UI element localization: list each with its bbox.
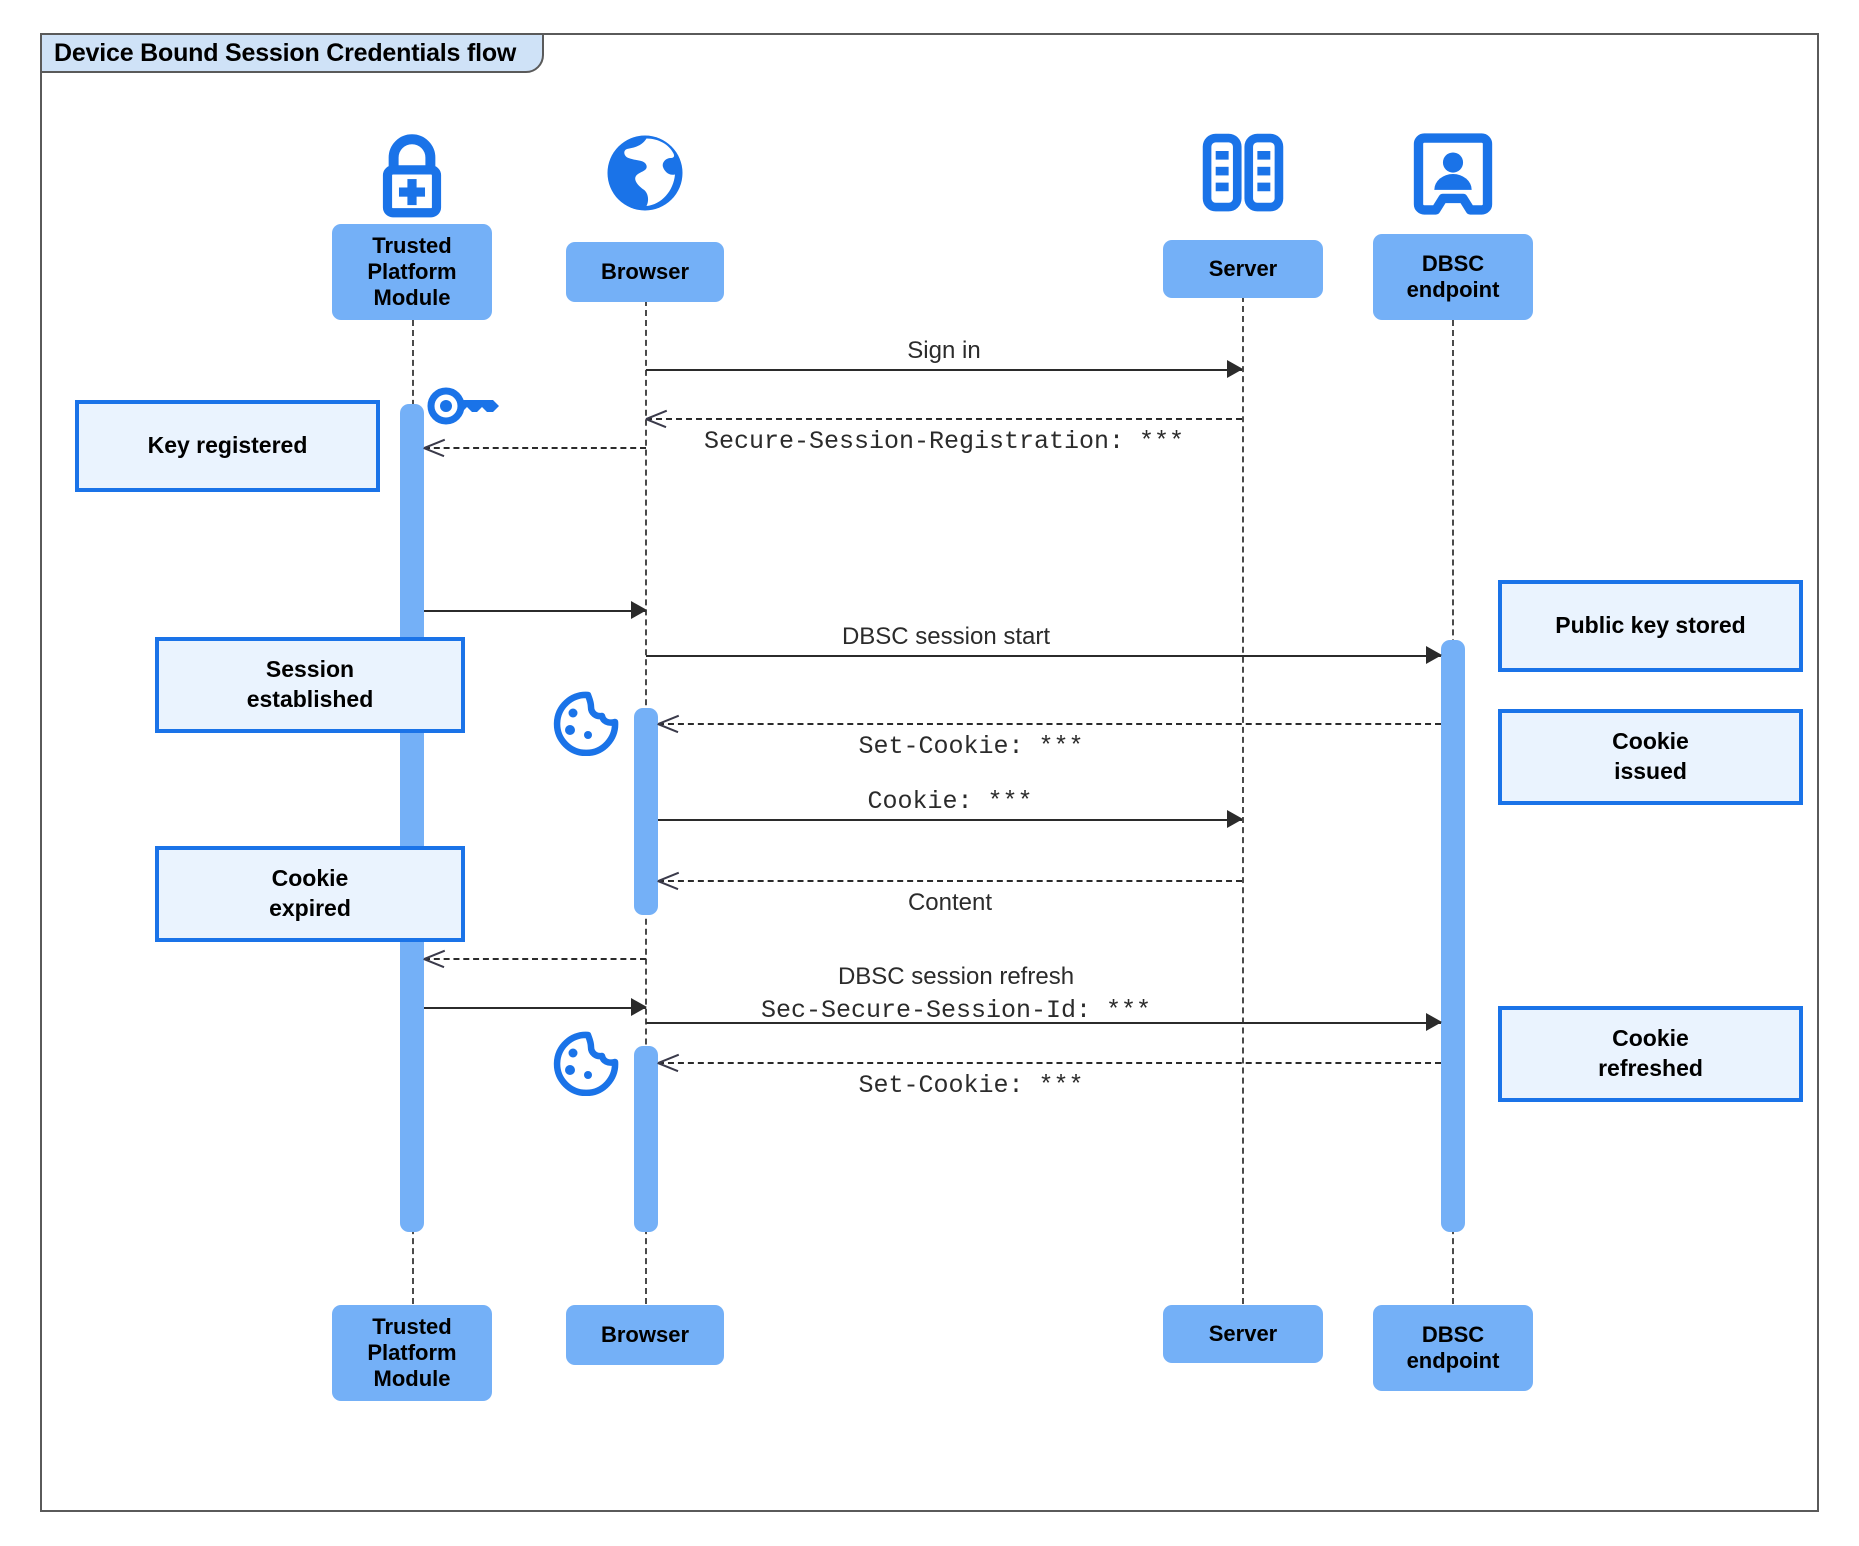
message-label-secure-session-registration: Secure-Session-Registration: ***: [703, 427, 1185, 456]
cookie-icon: [548, 690, 620, 761]
arrowhead-icon: [1227, 360, 1243, 378]
arrowhead-icon: [1426, 646, 1442, 664]
activation-bar-browser-1: [634, 708, 658, 915]
participant-server-top[interactable]: Server: [1163, 240, 1323, 298]
note-public-key-stored: Public key stored: [1498, 580, 1803, 672]
note-cookie-refreshed: Cookie refreshed: [1498, 1006, 1803, 1102]
message-label-sec-secure-session-id: Sec-Secure-Session-Id: ***: [760, 996, 1152, 1025]
participant-tpm-top[interactable]: Trusted Platform Module: [332, 224, 492, 320]
participant-dbsc-top[interactable]: DBSC endpoint: [1373, 234, 1533, 320]
message-label-set-cookie-2: Set-Cookie: ***: [858, 1071, 1084, 1100]
padlock-plus-icon: [363, 127, 461, 230]
diagram-title: Device Bound Session Credentials flow: [40, 33, 545, 73]
note-key-registered: Key registered: [75, 400, 380, 492]
message-label-cookie: Cookie: ***: [867, 787, 1033, 816]
arrowhead-icon: [631, 998, 647, 1016]
message-label-dbsc-session-start: DBSC session start: [841, 623, 1051, 650]
message-label-sign-in: Sign in: [907, 337, 981, 364]
cookie-icon: [548, 1030, 620, 1101]
note-cookie-issued: Cookie issued: [1498, 709, 1803, 805]
message-label-dbsc-session-refresh: DBSC session refresh: [837, 963, 1075, 990]
message-label-set-cookie-1: Set-Cookie: ***: [858, 732, 1084, 761]
participant-browser-top[interactable]: Browser: [566, 242, 724, 302]
note-cookie-expired: Cookie expired: [155, 846, 465, 942]
message-label-content: Content: [907, 889, 993, 916]
arrowhead-icon: [1227, 810, 1243, 828]
participant-tpm-bottom[interactable]: Trusted Platform Module: [332, 1305, 492, 1401]
participant-server-bottom[interactable]: Server: [1163, 1305, 1323, 1363]
globe-icon: [597, 125, 693, 226]
arrowhead-icon: [1426, 1013, 1442, 1031]
key-icon: [425, 380, 501, 437]
server-rack-icon: [1197, 130, 1289, 223]
note-session-established: Session established: [155, 637, 465, 733]
activation-bar-tpm: [400, 404, 424, 1232]
arrowhead-icon: [631, 601, 647, 619]
participant-dbsc-bottom[interactable]: DBSC endpoint: [1373, 1305, 1533, 1391]
participant-browser-bottom[interactable]: Browser: [566, 1305, 724, 1365]
id-badge-icon: [1411, 128, 1495, 225]
activation-bar-browser-2: [634, 1046, 658, 1232]
lifeline-server: [1242, 286, 1244, 1304]
activation-bar-dbsc: [1441, 640, 1465, 1232]
